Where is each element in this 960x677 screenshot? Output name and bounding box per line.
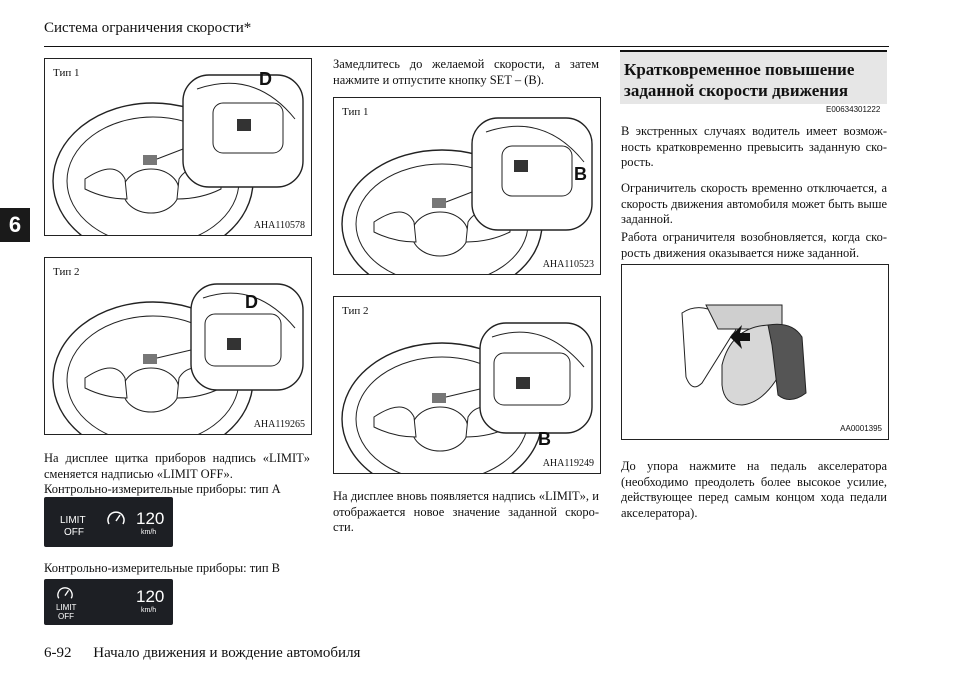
left-text-2: Контрольно-измерительные приборы: тип А bbox=[44, 482, 281, 496]
accelerator-pedal-illustration bbox=[681, 304, 807, 406]
left-text-1: На дисплее щитка приборов надпись «LIMIT… bbox=[44, 451, 310, 481]
steering-figure-type1-middle: Тип 1 AHA110523 B bbox=[333, 97, 601, 275]
figure-code: AA0001395 bbox=[840, 424, 882, 433]
right-paragraph-1: В экстренных случаях водитель имеет возм… bbox=[621, 124, 887, 169]
figure-label: Тип 1 bbox=[342, 106, 369, 118]
off-label: OFF bbox=[58, 612, 74, 621]
callout-letter: B bbox=[574, 164, 587, 184]
figure-label: Тип 1 bbox=[53, 67, 80, 79]
section-heading-box: Кратковременное повышение заданной скоро… bbox=[620, 50, 887, 104]
steering-wheel-illustration bbox=[341, 322, 593, 473]
speed-unit: km/h bbox=[141, 529, 157, 536]
speed-unit: km/h bbox=[141, 607, 157, 614]
right-paragraph-2: Ограничитель скорость временно отключает… bbox=[621, 181, 887, 226]
figure-code: AHA119249 bbox=[542, 458, 594, 469]
speed-limiter-icon bbox=[107, 511, 125, 525]
steering-figure-type2-left: Тип 2 AHA119265 D bbox=[44, 257, 312, 435]
right-paragraph-3: Работа ограничителя возобновляется, когд… bbox=[621, 230, 887, 260]
chapter-tab: 6 bbox=[0, 208, 30, 242]
off-label: OFF bbox=[64, 527, 84, 538]
middle-text-1: Замедлитесь до желаемой скорости, а зате… bbox=[333, 57, 599, 87]
figure-label: Тип 2 bbox=[342, 305, 369, 317]
section-title: Кратковременное повышение заданной скоро… bbox=[624, 59, 854, 101]
callout-letter: D bbox=[245, 292, 258, 312]
page-number: 6-92 bbox=[44, 645, 72, 661]
accelerator-pedal-figure: AA0001395 bbox=[621, 264, 889, 440]
figure-label: Тип 2 bbox=[53, 266, 80, 278]
figure-code: AHA110578 bbox=[253, 220, 305, 231]
figure-code: AHA110523 bbox=[542, 259, 594, 270]
page-header-title: Система ограничения скорости* bbox=[44, 20, 252, 36]
section-title-line-1: Кратковременное повышение bbox=[624, 60, 855, 79]
figure-code: AHA119265 bbox=[253, 419, 305, 430]
speed-value: 120 bbox=[136, 587, 165, 606]
callout-letter: B bbox=[538, 429, 551, 449]
speed-value: 120 bbox=[136, 509, 165, 528]
header-rule bbox=[44, 46, 889, 47]
callout-letter: D bbox=[259, 69, 272, 89]
right-paragraph-4: До упора нажмите на педаль акселератора … bbox=[621, 459, 887, 520]
steering-wheel-illustration bbox=[52, 283, 304, 434]
steering-figure-type1-left: Тип 1 AHA110578 D bbox=[44, 58, 312, 236]
speed-limiter-icon bbox=[57, 587, 73, 599]
limit-label: LIMIT bbox=[56, 603, 77, 612]
footer-title: Начало движения и вождение автомобиля bbox=[93, 645, 361, 661]
steering-figure-type2-middle: Тип 2 AHA119249 B bbox=[333, 296, 601, 474]
section-title-line-2: заданной скорости движения bbox=[624, 81, 849, 100]
instrument-display-type-a: LIMIT OFF 120 km/h bbox=[44, 497, 173, 547]
section-code: E00634301222 bbox=[826, 105, 881, 114]
left-text-3: Контрольно-измерительные приборы: тип B bbox=[44, 561, 280, 575]
instrument-display-type-b: LIMIT OFF 120 km/h bbox=[44, 579, 173, 625]
limit-label: LIMIT bbox=[60, 515, 86, 526]
middle-text-2: На дисплее вновь появляется надпись «LIM… bbox=[333, 489, 599, 534]
steering-wheel-illustration bbox=[341, 117, 593, 274]
page-footer: 6-92 Начало движения и вождение автомоби… bbox=[44, 645, 360, 662]
steering-wheel-illustration bbox=[52, 74, 304, 235]
